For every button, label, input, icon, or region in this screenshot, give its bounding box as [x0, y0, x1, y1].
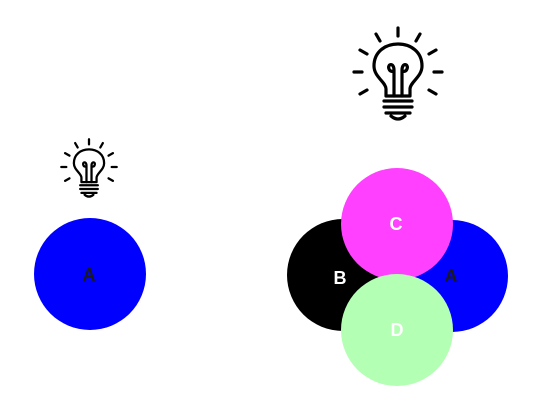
circle-d-shape [341, 274, 453, 386]
circle-a-left-shape [34, 218, 146, 330]
circle-b-label: B [334, 268, 347, 288]
lightbulb-icon [352, 26, 444, 121]
circle-c-shape [341, 168, 453, 280]
circle-a-left: A [34, 218, 146, 330]
circle-a-left-label: A [83, 265, 96, 285]
circle-c-label: C [390, 214, 403, 234]
circle-d-label: D [391, 320, 404, 340]
circle-a-right-label: A [445, 266, 458, 286]
circle-cluster-right: A B C D [287, 168, 508, 386]
lightbulb-icon [60, 138, 118, 198]
